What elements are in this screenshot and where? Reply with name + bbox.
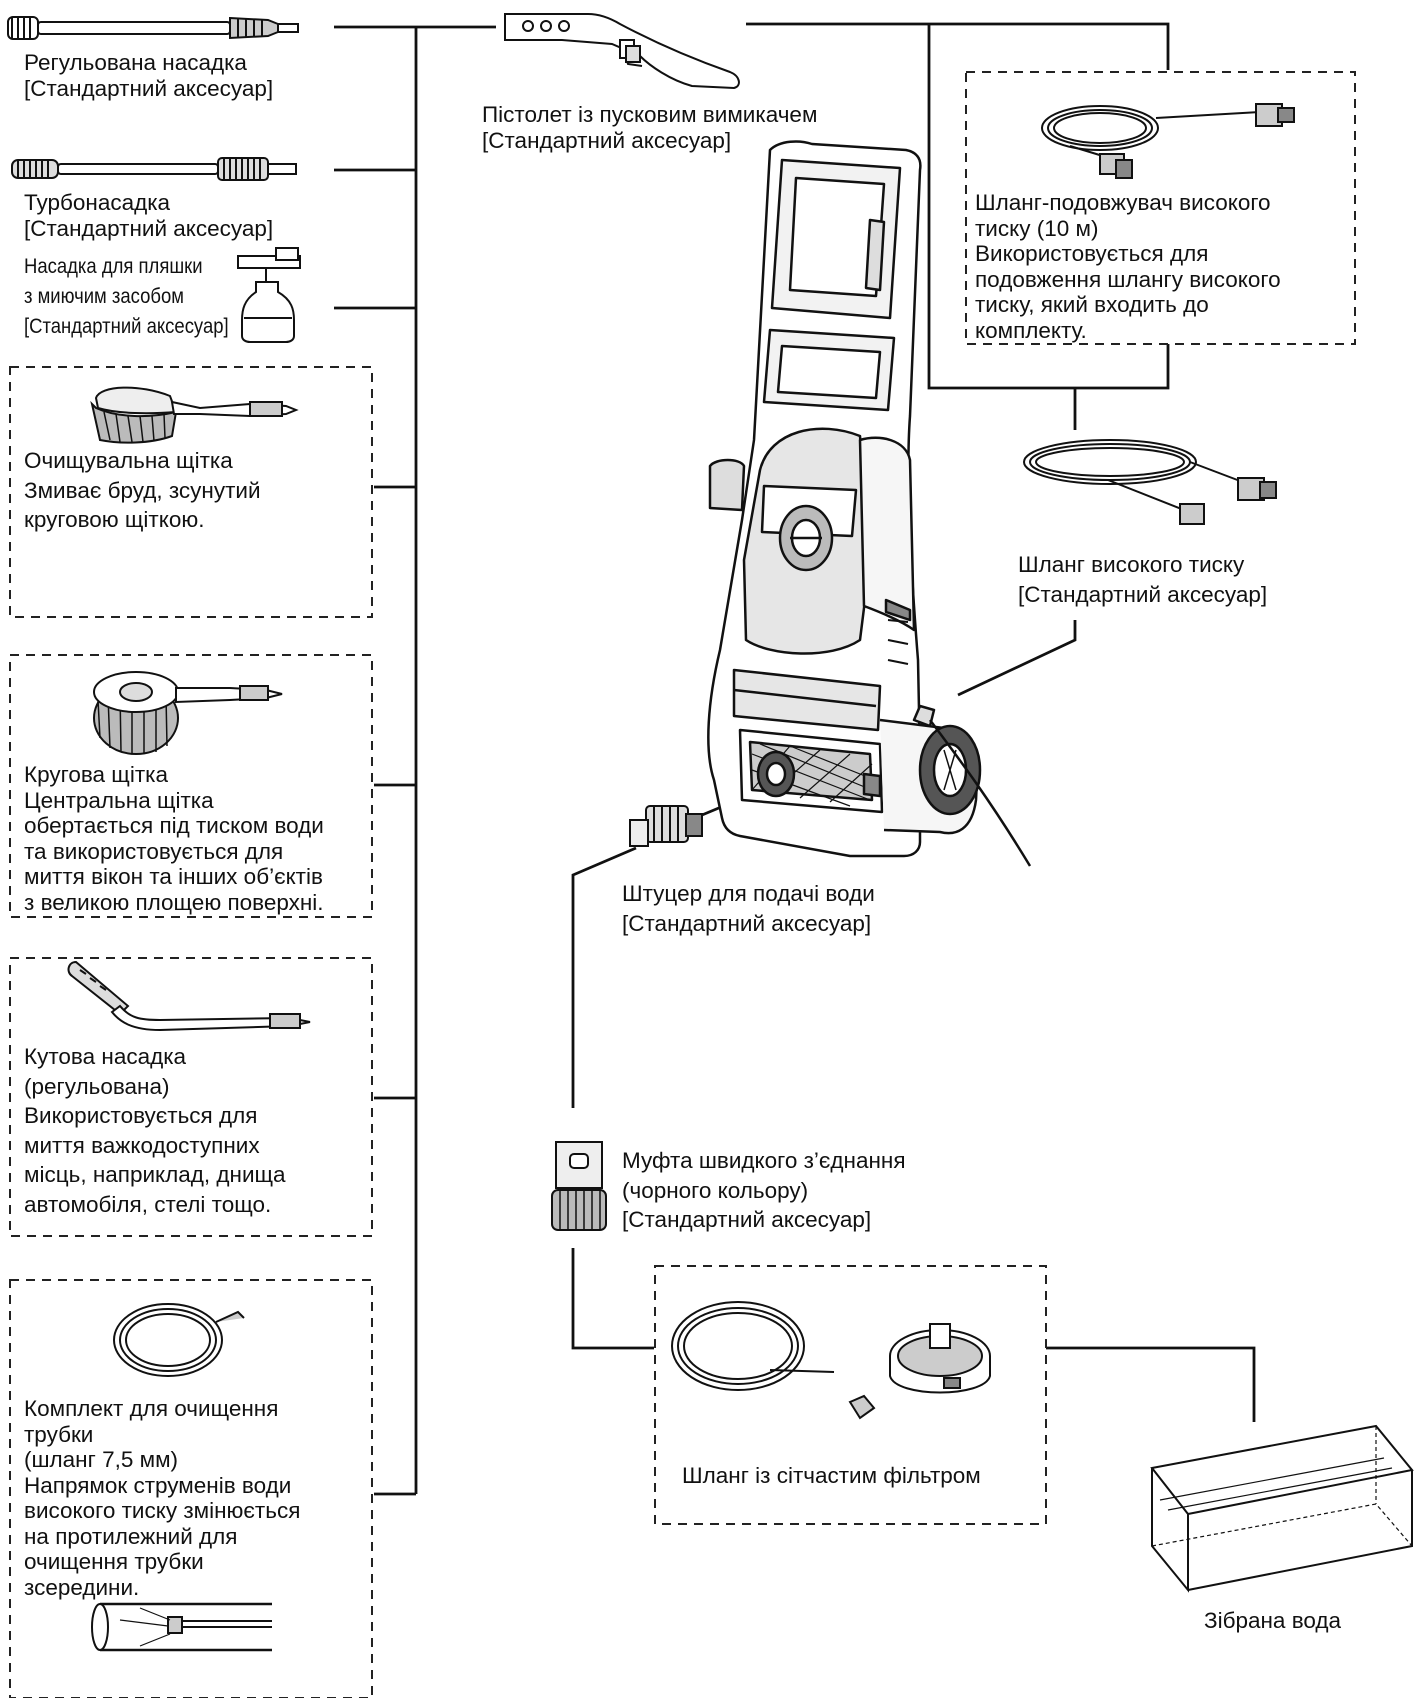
water-inlet-name: Штуцер для подачі води (622, 881, 875, 906)
rotary-brush-name: Кругова щітка (24, 762, 168, 787)
hp-hose-note: [Стандартний аксесуар] (1018, 581, 1268, 607)
rotary-brush-box (9, 654, 373, 918)
pipe-kit-icon (91, 1303, 272, 1652)
pipe-kit-line1: трубки (24, 1421, 94, 1447)
strainer-hose-name: Шланг із сітчастим фільтром (682, 1463, 981, 1488)
adjustable-nozzle-icon (7, 16, 299, 40)
cleaning-brush-line2: круговою щіткою. (24, 507, 205, 532)
detergent-bottle-line2: з миючим засобом (24, 285, 184, 308)
pipe-kit-line6: очищення трубки (24, 1549, 204, 1574)
detergent-bottle-icon (237, 247, 301, 343)
quick-coupler-note: [Стандартний аксесуар] (622, 1207, 872, 1232)
extension-hose-line6: комплекту. (975, 317, 1087, 343)
pipe-kit-name: Комплект для очищення (24, 1396, 279, 1421)
detergent-bottle-note: [Стандартний аксесуар] (24, 315, 229, 338)
angle-nozzle-line4: місць, наприклад, днища (24, 1162, 286, 1187)
quick-coupler-line1: (чорного кольору) (622, 1177, 809, 1203)
pipe-kit-line7: зсередини. (24, 1574, 140, 1600)
rotary-brush-line1: Центральна щітка (24, 787, 214, 813)
pipe-kit-box (9, 1279, 373, 1698)
turbo-nozzle-note: [Стандартний аксесуар] (24, 216, 274, 241)
extension-hose-line2: тиску (10 м) (975, 215, 1099, 241)
water-inlet-icon (629, 805, 703, 847)
collected-water-name: Зібрана вода (1204, 1608, 1342, 1633)
hp-hose-name: Шланг високого тиску (1018, 552, 1245, 577)
extension-hose-icon (1041, 103, 1295, 179)
cleaning-brush-label: Очищувальна щітка Змиває бруд, зсунутий … (24, 446, 261, 535)
water-tank-icon (1150, 1424, 1414, 1593)
adjustable-nozzle-note: [Стандартний аксесуар] (24, 76, 274, 101)
rotary-brush-icon (93, 671, 283, 755)
pipe-kit-label: Комплект для очищення трубки (шланг 7,5 … (24, 1396, 300, 1600)
quick-coupler-label: Муфта швидкого з’єднання (чорного кольор… (622, 1146, 906, 1235)
pipe-kit-line3: Напрямок струменів води (24, 1472, 292, 1498)
extension-hose-box (965, 71, 1356, 345)
strainer-hose-box (654, 1265, 1047, 1525)
turbo-nozzle-icon (11, 157, 297, 181)
trigger-gun-name: Пістолет із пусковим вимикачем (482, 102, 818, 127)
rotary-brush-label: Кругова щітка Центральна щітка обертаєть… (24, 762, 324, 915)
water-inlet-label: Штуцер для подачі води [Стандартний аксе… (622, 879, 875, 938)
pipe-kit-line2: (шланг 7,5 мм) (24, 1447, 179, 1472)
extension-hose-line4: подовження шлангу високого (975, 266, 1281, 292)
collected-water-label: Зібрана вода (1204, 1608, 1341, 1634)
angle-nozzle-label: Кутова насадка (регульована) Використову… (24, 1042, 286, 1219)
angle-nozzle-line1: (регульована) (24, 1073, 170, 1099)
hp-hose-icon (1023, 439, 1277, 525)
extension-hose-line5: тиску, який входить до (975, 292, 1209, 317)
rotary-brush-line3: та використовується для (24, 838, 284, 864)
strainer-hose-icon (671, 1301, 991, 1420)
pipe-kit-line5: на протилежний для (24, 1523, 238, 1549)
extension-hose-line3: Використовується для (975, 241, 1209, 266)
angle-nozzle-box (9, 957, 373, 1237)
pipe-kit-line4: високого тиску змінюється (24, 1498, 301, 1523)
angle-nozzle-line3: миття важкодоступних (24, 1132, 260, 1158)
cleaning-brush-name: Очищувальна щітка (24, 448, 233, 473)
adjustable-nozzle-name: Регульована насадка (24, 50, 247, 75)
cleaning-brush-line1: Змиває бруд, зсунутий (24, 477, 261, 503)
trigger-gun-note: [Стандартний аксесуар] (482, 128, 732, 153)
trigger-gun-label: Пістолет із пусковим вимикачем [Стандарт… (482, 102, 817, 154)
detergent-bottle-label: Насадка для пляшки з миючим засобом [Ста… (24, 252, 229, 342)
trigger-gun-icon (504, 13, 740, 90)
strainer-hose-label: Шланг із сітчастим фільтром (682, 1463, 981, 1489)
rotary-brush-line4: миття вікон та інших об’єктів (24, 864, 323, 889)
dashed-boxes (9, 71, 1356, 1698)
adjustable-nozzle-label: Регульована насадка [Стандартний аксесуа… (24, 50, 273, 102)
angle-nozzle-name: Кутова насадка (24, 1044, 187, 1069)
angle-nozzle-line2: Використовується для (24, 1103, 258, 1128)
quick-coupler-icon (551, 1141, 607, 1231)
extension-hose-label: Шланг-подовжувач високого тиску (10 м) В… (975, 190, 1281, 343)
cleaning-brush-box (9, 366, 373, 618)
hp-hose-label: Шланг високого тиску [Стандартний аксесу… (1018, 550, 1267, 609)
angle-nozzle-icon (67, 960, 311, 1032)
rotary-brush-line5: з великою площею поверхні. (24, 889, 324, 915)
quick-coupler-name: Муфта швидкого з’єднання (622, 1148, 906, 1173)
angle-nozzle-line5: автомобіля, стелі тощо. (24, 1191, 272, 1217)
detergent-bottle-line1: Насадка для пляшки (24, 255, 203, 278)
rotary-brush-line2: обертається під тиском води (24, 813, 324, 838)
water-inlet-note: [Стандартний аксесуар] (622, 910, 872, 936)
turbo-nozzle-label: Турбонасадка [Стандартний аксесуар] (24, 190, 273, 242)
pressure-washer-icon (707, 140, 1032, 867)
cleaning-brush-icon (90, 386, 299, 444)
extension-hose-line1: Шланг-подовжувач високого (975, 190, 1271, 215)
turbo-nozzle-name: Турбонасадка (24, 190, 171, 215)
